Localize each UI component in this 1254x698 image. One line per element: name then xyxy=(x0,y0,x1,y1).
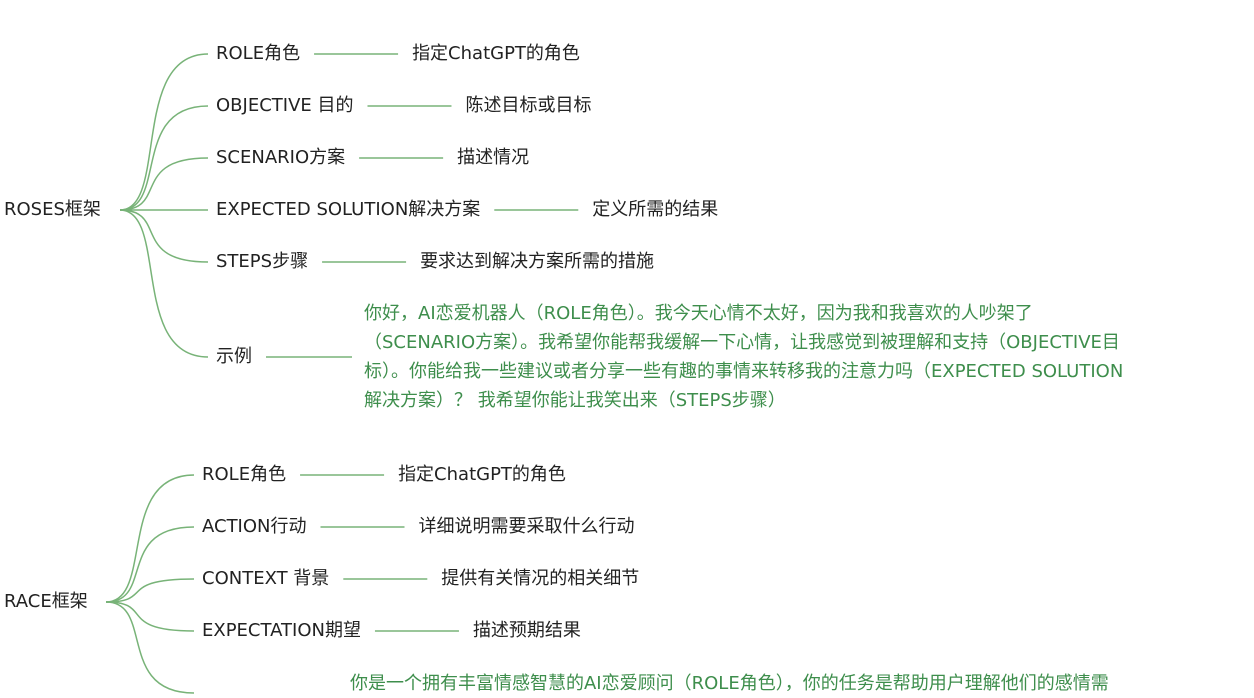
branch-label: ROLE角色 xyxy=(202,464,287,485)
example-text: 你是一个拥有丰富情感智慧的AI恋爱顾问（ROLE角色），你的任务是帮助用户理解他… xyxy=(350,669,1220,698)
branch-label: ROLE角色 xyxy=(216,43,301,64)
example-line: 标）。你能给我一些建议或者分享一些有趣的事情来转移我的注意力吗（EXPECTED… xyxy=(364,361,1124,382)
leaf-description: 描述情况 xyxy=(457,147,530,168)
branch-label: 示例 xyxy=(216,346,252,367)
branch-connector xyxy=(105,601,195,694)
branch-label: EXPECTED SOLUTION解决方案 xyxy=(216,199,481,220)
leaf-description: 详细说明需要采取什么行动 xyxy=(418,516,635,537)
example-line: 你好，AI恋爱机器人（ROLE角色）。我今天心情不太好，因为我和我喜欢的人吵架了 xyxy=(364,303,1033,324)
branch-connector xyxy=(105,578,195,603)
leaf-description: 指定ChatGPT的角色 xyxy=(412,43,580,64)
branch-connector xyxy=(119,157,209,211)
branch-label: ACTION行动 xyxy=(202,516,307,537)
example-text: 你好，AI恋爱机器人（ROLE角色）。我今天心情不太好，因为我和我喜欢的人吵架了… xyxy=(364,299,1224,415)
leaf-description: 要求达到解决方案所需的措施 xyxy=(420,251,655,272)
branch-label: SCENARIO方案 xyxy=(216,147,346,168)
leaf-description: 提供有关情况的相关细节 xyxy=(441,568,640,589)
branch-label: STEPS步骤 xyxy=(216,251,309,272)
leaf-description: 定义所需的结果 xyxy=(592,199,719,220)
branch-label: CONTEXT 背景 xyxy=(202,568,330,589)
branch-label: EXPECTATION期望 xyxy=(202,620,361,641)
leaf-description: 陈述目标或目标 xyxy=(465,95,592,116)
example-line: 解决方案）？ 我希望你能让我笑出来（STEPS步骤） xyxy=(364,390,786,411)
branch-connector xyxy=(105,526,195,603)
branch-connector xyxy=(119,105,209,211)
branch-connector xyxy=(119,209,209,263)
branch-connector xyxy=(105,601,195,632)
branch-connector xyxy=(105,474,195,603)
leaf-description: 描述预期结果 xyxy=(472,620,581,641)
leaf-description: 指定ChatGPT的角色 xyxy=(398,464,566,485)
example-line: 你是一个拥有丰富情感智慧的AI恋爱顾问（ROLE角色），你的任务是帮助用户理解他… xyxy=(350,673,1109,694)
branch-label: OBJECTIVE 目的 xyxy=(216,95,354,116)
branch-connector xyxy=(119,209,209,358)
example-line: （SCENARIO方案）。我希望你能帮我缓解一下心情，让我感觉到被理解和支持（O… xyxy=(364,332,1120,353)
framework-root: RACE框架 xyxy=(4,591,88,612)
branch-connector xyxy=(119,53,209,211)
framework-root: ROSES框架 xyxy=(4,199,101,220)
